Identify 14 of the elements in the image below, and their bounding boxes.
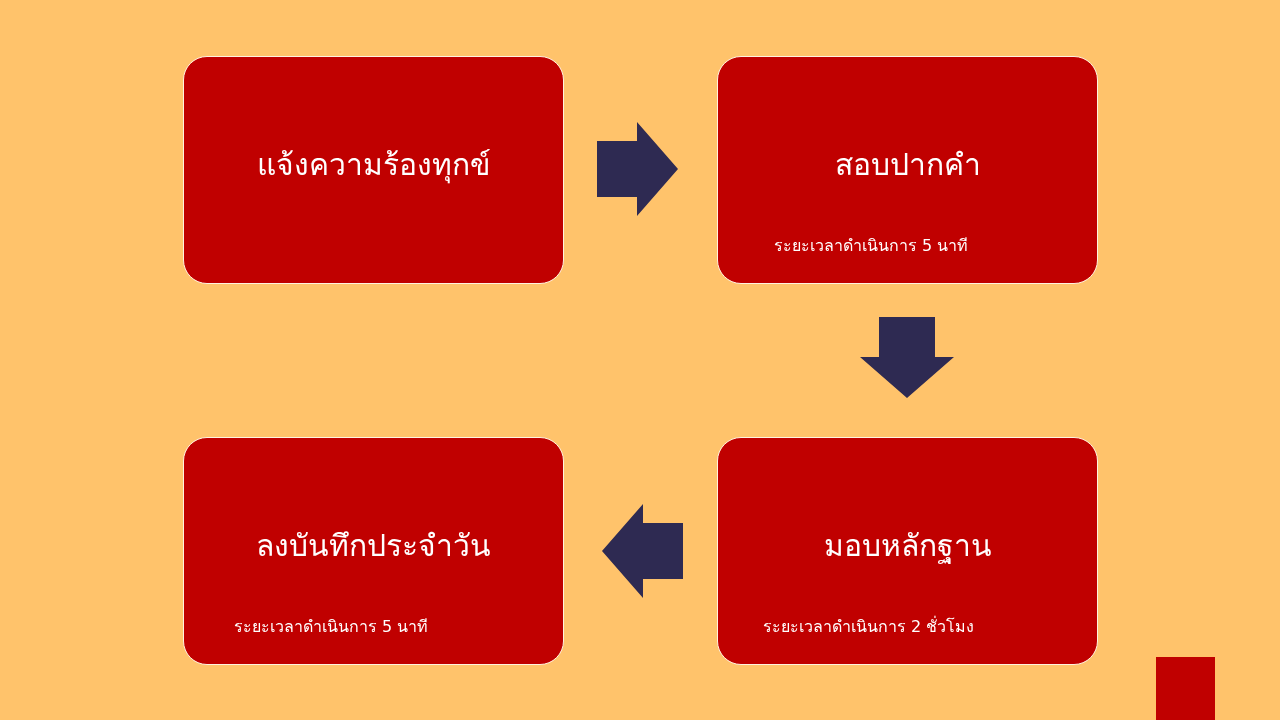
block-arrow bbox=[597, 122, 678, 216]
process-box bbox=[717, 437, 1098, 665]
process-box bbox=[183, 56, 564, 284]
step-title: มอบหลักฐาน bbox=[822, 527, 993, 566]
block-arrow bbox=[860, 317, 954, 398]
duration-text: ระยะเวลาดำเนินการ 5 นาที bbox=[234, 616, 429, 638]
step-title: ลงบันทึกประจำวัน bbox=[255, 527, 492, 565]
duration-text: ระยะเวลาดำเนินการ 5 นาที bbox=[774, 235, 969, 257]
step-title: สอบปากคำ bbox=[833, 146, 982, 184]
duration-text: ระยะเวลาดำเนินการ 2 ชั่วโมง bbox=[763, 616, 975, 638]
block-arrow bbox=[602, 504, 683, 598]
step-title: แจ้งความร้องทุกข์ bbox=[255, 146, 492, 185]
process-box bbox=[183, 437, 564, 665]
process-box bbox=[717, 56, 1098, 284]
